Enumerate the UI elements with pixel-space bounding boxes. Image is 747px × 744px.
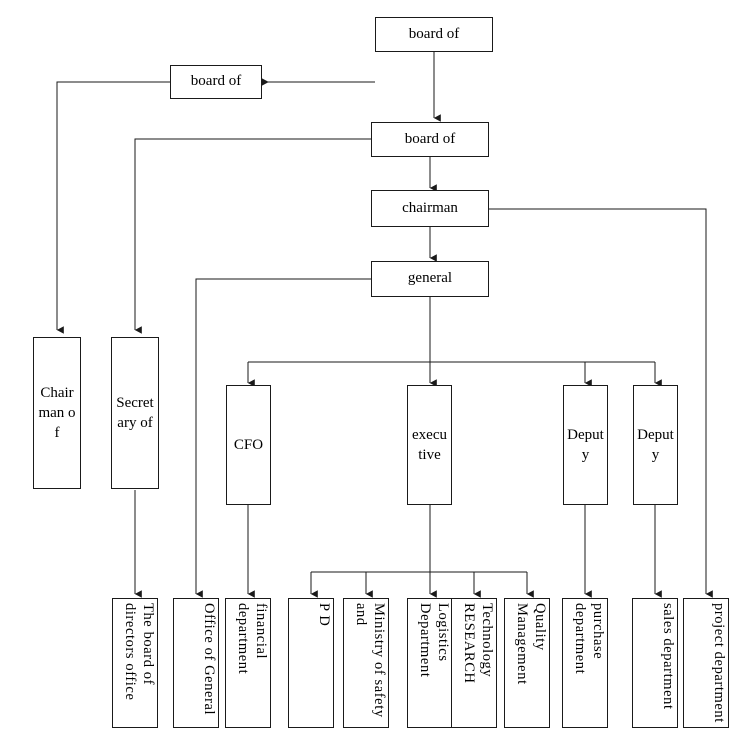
node-board-directors-office[interactable]: The board of directors office <box>112 598 158 728</box>
node-board-of-mid[interactable]: board of <box>371 122 489 157</box>
node-board-of-top-label: board of <box>408 25 460 42</box>
node-financial-department[interactable]: financial department <box>225 598 271 728</box>
node-deputy-1-label: Deputy <box>567 426 604 463</box>
node-purchase-department-label: purchase department <box>571 603 606 675</box>
node-technology-research-label: Technology RESEARCH <box>460 603 495 684</box>
node-board-of-mid-label: board of <box>404 130 456 147</box>
node-deputy-1[interactable]: Deputy <box>563 385 608 505</box>
node-financial-department-label: financial department <box>234 603 269 675</box>
node-purchase-department[interactable]: purchase department <box>562 598 608 728</box>
node-cfo[interactable]: CFO <box>226 385 271 505</box>
node-board-of-top[interactable]: board of <box>375 17 493 52</box>
node-logistics-department-label: Logistics Department <box>416 603 451 678</box>
node-sales-department[interactable]: sales department <box>632 598 678 728</box>
node-executive-label: executive <box>412 426 447 463</box>
node-logistics-department[interactable]: Logistics Department <box>407 598 453 728</box>
node-ministry-of-safety[interactable]: Ministry of safety and <box>343 598 389 728</box>
node-board-of-left-label: board of <box>190 73 242 90</box>
node-project-department-label: project department <box>711 603 727 723</box>
node-chairman-label: chairman <box>402 199 458 216</box>
node-chairman-of-label: Chairman of <box>38 384 76 442</box>
node-cfo-label: CFO <box>233 436 264 453</box>
node-chairman[interactable]: chairman <box>371 190 489 227</box>
node-deputy-2-label: Deputy <box>637 426 674 463</box>
node-sales-department-label: sales department <box>660 603 676 710</box>
node-quality-management-label: Quality Management <box>513 603 548 685</box>
node-board-directors-office-label: The board of directors office <box>121 603 156 701</box>
node-executive[interactable]: executive <box>407 385 452 505</box>
node-deputy-2[interactable]: Deputy <box>633 385 678 505</box>
node-board-of-left[interactable]: board of <box>170 65 262 99</box>
node-office-of-general-label: Office of General <box>201 603 217 716</box>
node-chairman-of[interactable]: Chairman of <box>33 337 81 489</box>
node-secretary-of-label: Secretary of <box>116 394 154 431</box>
node-project-department[interactable]: project department <box>683 598 729 728</box>
node-secretary-of[interactable]: Secretary of <box>111 337 159 489</box>
node-quality-management[interactable]: Quality Management <box>504 598 550 728</box>
node-general-label: general <box>407 270 453 287</box>
node-ministry-of-safety-label: Ministry of safety and <box>352 603 387 718</box>
node-pd-label: P D <box>316 603 332 627</box>
node-office-of-general[interactable]: Office of General <box>173 598 219 728</box>
node-technology-research[interactable]: Technology RESEARCH <box>451 598 497 728</box>
node-pd[interactable]: P D <box>288 598 334 728</box>
node-general[interactable]: general <box>371 261 489 297</box>
